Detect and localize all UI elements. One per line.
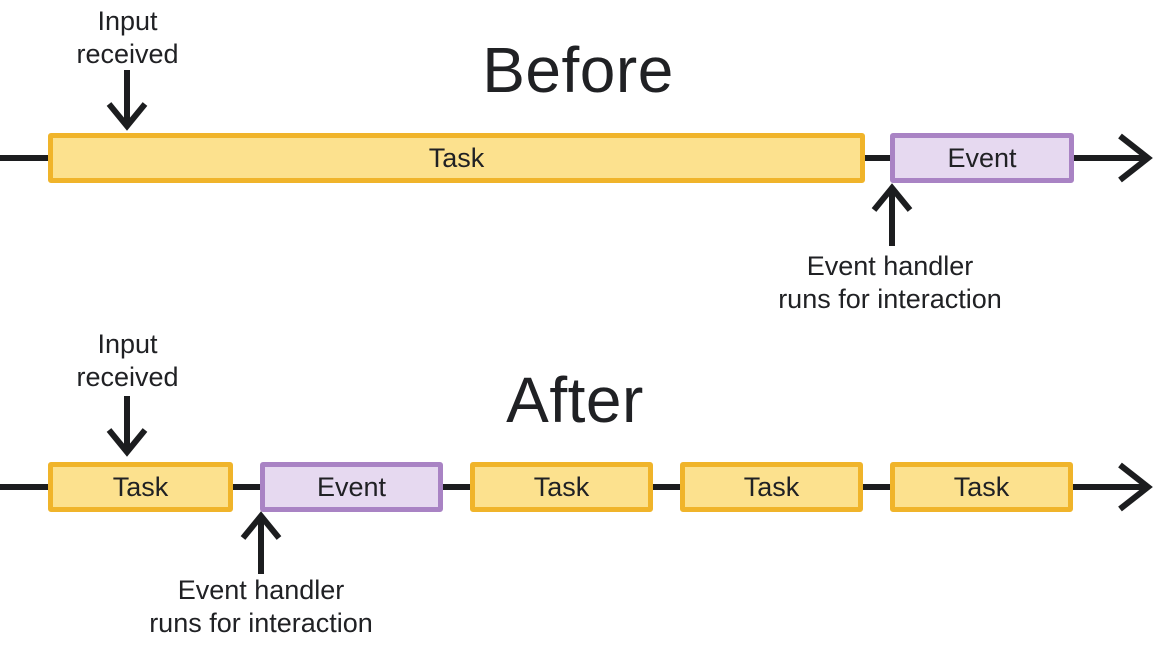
- event-box-label: Event: [316, 471, 387, 502]
- task-box-label: Task: [743, 471, 800, 502]
- event-box: Event: [890, 133, 1074, 183]
- event-handler-label: Event handler runs for interaction: [149, 575, 373, 638]
- up-arrow-icon: [871, 183, 913, 246]
- task-box: Task: [680, 462, 863, 512]
- down-arrow-icon: [106, 70, 148, 131]
- before-title: Before: [482, 34, 674, 106]
- task-box: Task: [48, 462, 233, 512]
- event-handler-label: Event handler runs for interaction: [778, 251, 1002, 314]
- event-box-label: Event: [947, 142, 1017, 173]
- after-title: After: [506, 364, 644, 436]
- task-box-label: Task: [428, 142, 485, 173]
- input-received-label: Input received: [76, 6, 179, 69]
- task-box: Task: [470, 462, 653, 512]
- task-box-label: Task: [533, 471, 590, 502]
- event-box: Event: [260, 462, 443, 512]
- task-box-label: Task: [112, 471, 169, 502]
- input-received-label: Input received: [76, 329, 179, 392]
- down-arrow-icon: [106, 396, 148, 457]
- task-box: Task: [48, 133, 865, 183]
- task-box: Task: [890, 462, 1073, 512]
- up-arrow-icon: [240, 511, 282, 574]
- task-box-label: Task: [953, 471, 1010, 502]
